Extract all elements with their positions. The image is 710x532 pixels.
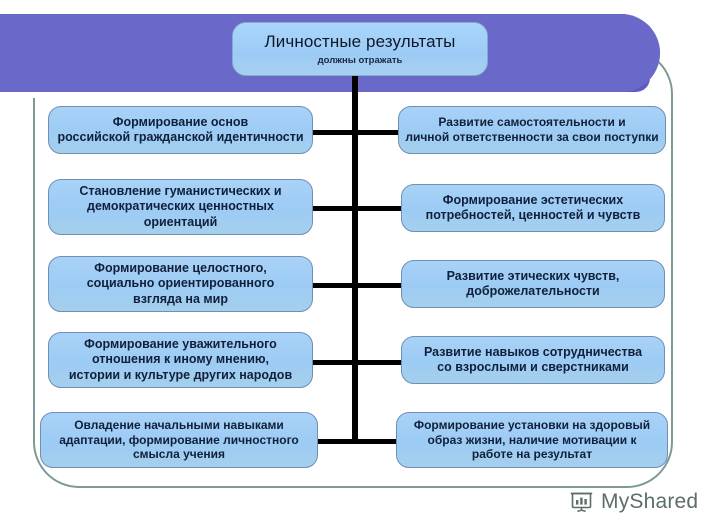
connector-branch-right-2 — [355, 206, 403, 211]
node-left-4-line-1: Формирование уважительного — [84, 337, 277, 352]
connector-branch-left-1 — [311, 130, 355, 135]
node-left-3-line-2: социально ориентированного — [86, 276, 275, 291]
node-left-3-line-1: Формирование целостного, — [94, 261, 267, 276]
node-right-5-line-1: Формирование установки на здоровый — [413, 418, 651, 433]
node-right-1-line-1: Развитие самостоятельности и — [438, 115, 626, 130]
node-right-5-line-3: работе на результат — [471, 447, 593, 462]
node-left-5-line-2: адаптации, формирование личностного — [59, 432, 299, 447]
node-right-5[interactable]: Формирование установки на здоровый образ… — [396, 412, 668, 468]
node-left-1-line-1: Формирование основ — [112, 114, 249, 129]
node-left-5-line-1: Овладение начальными навыками — [74, 418, 284, 433]
connector-branch-right-3 — [355, 283, 403, 288]
connector-branch-right-5 — [355, 439, 403, 444]
node-right-3[interactable]: Развитие этических чувств, доброжелатель… — [401, 260, 665, 308]
node-right-4[interactable]: Развитие навыков сотрудничества со взрос… — [401, 336, 665, 384]
node-left-2-line-3: ориентаций — [143, 214, 218, 229]
node-left-3-line-3: взгляда на мир — [133, 291, 228, 306]
banner-frame-mask — [0, 92, 658, 98]
node-left-4-line-2: отношения к иному мнению, — [91, 352, 270, 367]
node-left-2[interactable]: Становление гуманистических и демократич… — [48, 179, 313, 235]
node-left-2-line-2: демократических ценностных — [87, 199, 274, 214]
node-right-2-line-1: Формирование эстетических — [442, 192, 624, 207]
node-left-1-line-2: российской гражданской идентичности — [57, 130, 304, 144]
connector-branch-right-4 — [355, 360, 403, 365]
node-right-1[interactable]: Развитие самостоятельности и личной отве… — [398, 106, 666, 154]
root-node-title: Личностные результаты — [264, 32, 456, 51]
node-right-4-line-1: Развитие навыков сотрудничества — [423, 344, 643, 359]
node-right-5-line-2: образ жизни, наличие мотивации к — [427, 432, 637, 447]
connector-branch-left-4 — [311, 360, 355, 365]
node-left-2-line-1: Становление гуманистических и — [79, 184, 282, 199]
node-right-3-line-1: Развитие этических чувств, — [446, 268, 620, 283]
connector-branch-left-3 — [311, 283, 355, 288]
node-left-5[interactable]: Овладение начальными навыками адаптации,… — [40, 412, 318, 468]
node-left-5-line-3: смысла учения — [132, 447, 226, 462]
node-right-1-line-2: личной ответственности за свои поступки — [405, 130, 659, 144]
node-right-2[interactable]: Формирование эстетических потребностей, … — [401, 184, 665, 232]
presentation-chart-icon — [570, 492, 593, 513]
root-node-personal-results[interactable]: Личностные результаты должны отражать — [232, 22, 488, 76]
connector-branch-right-1 — [355, 130, 403, 135]
node-right-2-line-2: потребностей, ценностей и чувств — [425, 208, 641, 222]
node-right-3-line-2: доброжелательности — [466, 284, 600, 298]
connector-branch-left-5 — [311, 439, 355, 444]
node-left-4-line-3: истории и культуре других народов — [68, 367, 293, 382]
root-node-subtitle: должны отражать — [317, 55, 403, 66]
node-left-3[interactable]: Формирование целостного, социально ориен… — [48, 256, 313, 312]
node-left-1[interactable]: Формирование основ российской гражданско… — [48, 106, 313, 154]
connector-trunk-vertical — [352, 62, 358, 442]
node-right-4-line-2: со взрослыми и сверстниками — [437, 360, 629, 374]
myshared-watermark: MyShared — [569, 489, 698, 514]
node-left-4[interactable]: Формирование уважительного отношения к и… — [48, 332, 313, 388]
myshared-watermark-text: MyShared — [601, 489, 699, 513]
connector-branch-left-2 — [311, 206, 355, 211]
